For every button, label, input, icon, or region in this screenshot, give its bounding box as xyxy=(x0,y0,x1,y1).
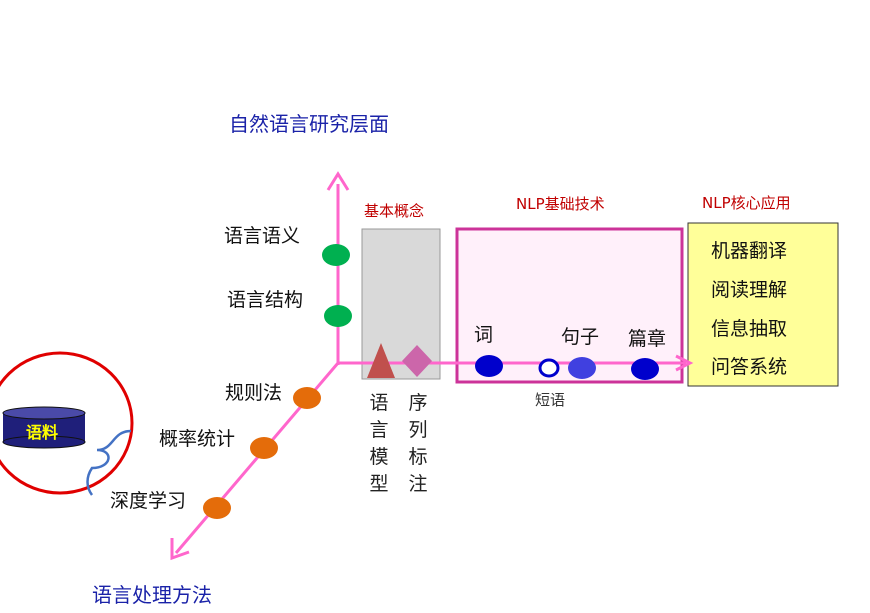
app-item-question-answering: 问答系统 xyxy=(711,356,788,378)
corpus-circle xyxy=(0,351,134,495)
diagonal-axis-arrowhead xyxy=(170,538,190,561)
research-level-title: 自然语言研究层面 xyxy=(229,112,389,136)
discourse-dot xyxy=(631,358,659,380)
semantics-dot xyxy=(322,244,350,266)
vertical-axis-arrowhead xyxy=(326,171,350,191)
basic-concepts-header: 基本概念 xyxy=(364,202,425,220)
nlp-apps-box xyxy=(687,222,839,387)
database-icon xyxy=(2,406,86,449)
language-model-label: 语言模型 xyxy=(369,392,389,495)
sequence-labeling-label: 序列标注 xyxy=(408,392,428,495)
rule-dot xyxy=(293,387,321,409)
app-item-machine-translation: 机器翻译 xyxy=(711,240,788,262)
processing-method-title: 语言处理方法 xyxy=(92,583,212,607)
sentence-label: 句子 xyxy=(561,326,600,348)
horizontal-axis-arrowhead xyxy=(675,354,694,372)
discourse-label: 篇章 xyxy=(628,328,667,350)
app-item-information-extraction: 信息抽取 xyxy=(711,318,788,340)
probability-label: 概率统计 xyxy=(159,428,236,450)
structure-label: 语言结构 xyxy=(227,289,304,311)
corpus-label: 语料 xyxy=(26,423,59,442)
sequence-labeling-diamond xyxy=(402,345,432,377)
nlp-tech-header: NLP基础技术 xyxy=(516,195,605,213)
phrase-label: 短语 xyxy=(535,391,566,409)
basic-concepts-box xyxy=(361,228,441,380)
word-dot xyxy=(475,355,503,377)
sentence-dot xyxy=(568,357,596,379)
semantics-label: 语言语义 xyxy=(224,225,301,247)
deep-learning-label: 深度学习 xyxy=(110,490,187,512)
app-item-reading-comprehension: 阅读理解 xyxy=(711,279,788,301)
phrase-dot xyxy=(538,358,560,378)
structure-dot xyxy=(324,305,352,327)
language-model-triangle xyxy=(367,343,395,378)
deep-learning-dot xyxy=(203,497,231,519)
rule-label: 规则法 xyxy=(225,382,283,404)
word-label: 词 xyxy=(474,324,494,346)
curly-brace xyxy=(86,429,132,496)
probability-dot xyxy=(250,437,278,459)
nlp-apps-header: NLP核心应用 xyxy=(702,194,791,212)
